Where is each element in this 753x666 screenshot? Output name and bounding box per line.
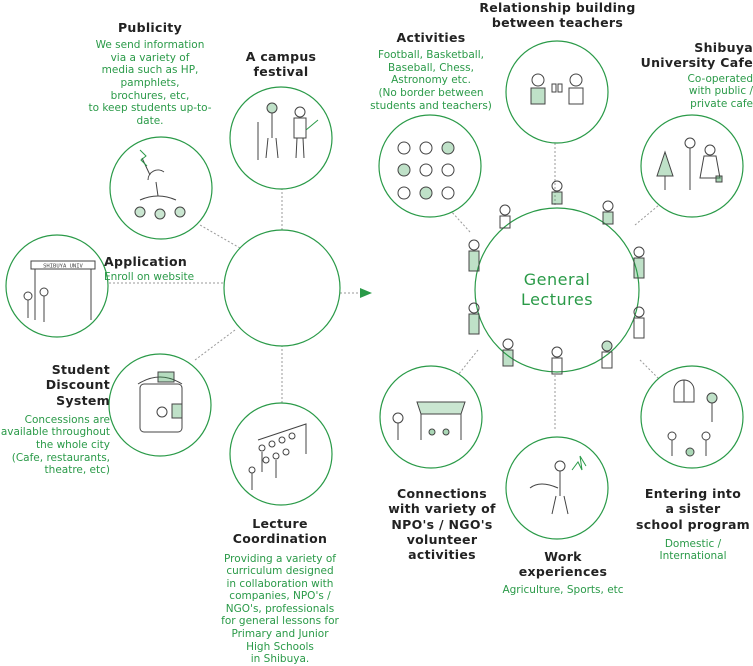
cafe-label: Shibuya University Cafe Co-operated with… xyxy=(633,40,753,110)
npo-title: Connections with variety of NPO's / NGO'… xyxy=(388,486,496,562)
classroom-crowd-icon xyxy=(248,423,307,490)
application-title: Application xyxy=(104,254,188,269)
arrow-head xyxy=(360,288,372,298)
application-circle xyxy=(5,234,109,338)
sister-school-title: Entering into a sister school program xyxy=(635,486,751,532)
lecture-coordination-title: Lecture Coordination xyxy=(232,516,328,547)
student-discount-label: Student Discount System Concessions are … xyxy=(0,362,110,477)
publicity-desc: We send information via a variety of med… xyxy=(88,39,212,127)
campus-festival-circle xyxy=(229,86,333,190)
work-label: Work experiences Agriculture, Sports, et… xyxy=(488,549,638,596)
activities-desc: Football, Basketball, Baseball, Chess, A… xyxy=(370,49,492,112)
toasting-teachers-icon xyxy=(530,73,584,105)
lecture-coordination-desc: Providing a variety of curriculum design… xyxy=(221,552,339,666)
campus-festival-label: A campus festival xyxy=(226,49,336,80)
work-desc: Agriculture, Sports, etc xyxy=(502,583,624,596)
campus-festival-title: A campus festival xyxy=(245,49,317,80)
npo-label: Connections with variety of NPO's / NGO'… xyxy=(372,486,512,562)
activities-title: Activities xyxy=(396,30,466,45)
people-around-center-icon xyxy=(468,180,645,375)
sister-school-desc: Domestic / International xyxy=(659,537,727,563)
lecture-coordination-label: Lecture Coordination Providing a variety… xyxy=(205,516,355,666)
hub-circle xyxy=(223,229,341,347)
general-lectures-label: General Lectures xyxy=(497,270,617,310)
faces-grid-icon xyxy=(397,141,455,200)
application-label: Application Enroll on website xyxy=(104,254,214,284)
cafe-title: Shibuya University Cafe xyxy=(640,40,753,71)
application-desc: Enroll on website xyxy=(104,271,195,284)
publicity-circle xyxy=(109,136,213,240)
publicity-title: Publicity xyxy=(117,20,183,35)
farmer-icon xyxy=(529,455,587,515)
relationship-label: Relationship building between teachers xyxy=(470,0,645,31)
student-discount-circle xyxy=(108,353,212,457)
gate-sign-text: SHIBUYA UNIV xyxy=(43,264,83,270)
center-line-1: General xyxy=(523,270,591,289)
center-line-2: Lectures xyxy=(520,290,594,309)
kiosk-icon xyxy=(137,371,183,433)
relationship-circle xyxy=(505,40,609,144)
festival-singers-icon xyxy=(257,102,319,160)
relationship-title: Relationship building between teachers xyxy=(479,0,636,31)
cafe-couple-icon xyxy=(656,137,723,190)
sister-school-label: Entering into a sister school program Do… xyxy=(633,486,753,563)
cafe-circle xyxy=(640,114,744,218)
satellite-dish-icon xyxy=(134,149,186,220)
cafe-desc: Co-operated with public / private cafe xyxy=(687,72,753,110)
market-stall-icon xyxy=(392,401,466,440)
npo-circle xyxy=(379,365,483,469)
student-discount-title: Student Discount System xyxy=(45,362,110,408)
sister-school-circle xyxy=(640,365,744,469)
publicity-label: Publicity We send information via a vari… xyxy=(70,20,230,127)
student-discount-desc: Concessions are available throughout the… xyxy=(0,413,110,477)
general-lectures-circle xyxy=(474,207,640,373)
university-gate-icon: SHIBUYA UNIV xyxy=(23,260,96,322)
activities-label: Activities Football, Basketball, Basebal… xyxy=(356,30,506,112)
lecture-coordination-circle xyxy=(229,402,333,506)
kids-playing-icon xyxy=(667,379,718,457)
work-title: Work experiences xyxy=(518,549,608,580)
